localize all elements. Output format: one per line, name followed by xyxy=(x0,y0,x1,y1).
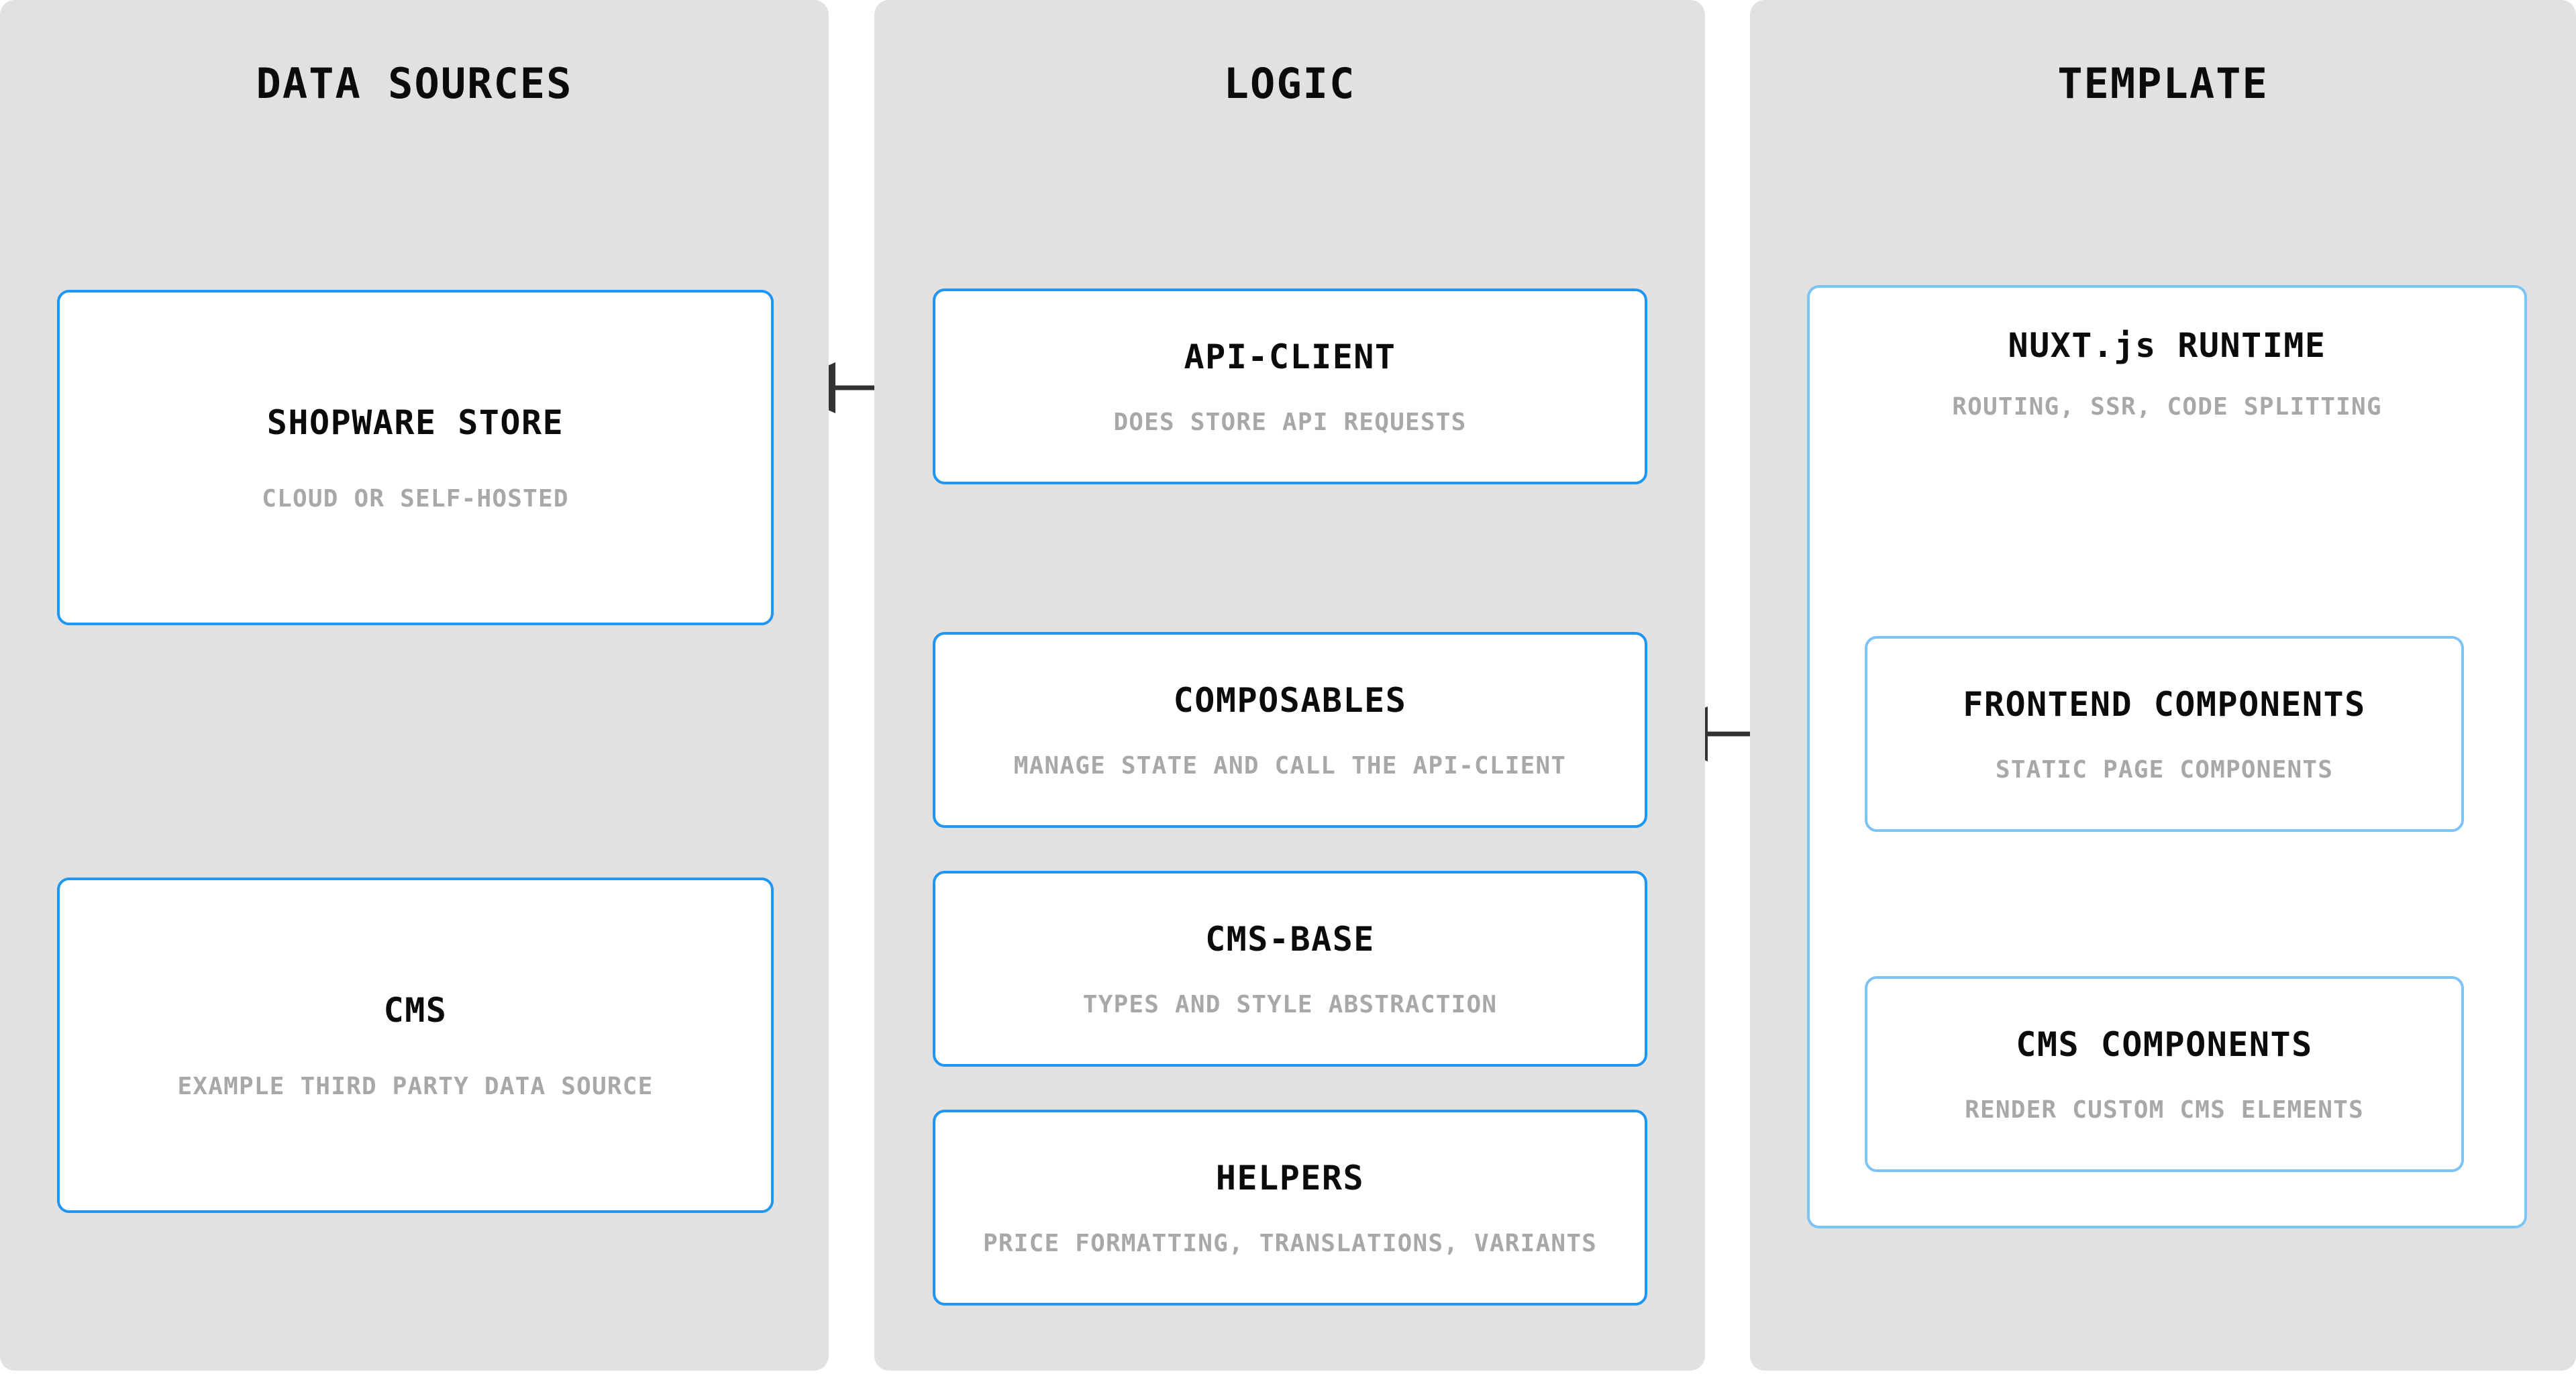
node-subtitle-cms-base: TYPES AND STYLE ABSTRACTION xyxy=(1082,990,1498,1018)
node-subtitle-api-client: DOES STORE API REQUESTS xyxy=(1113,408,1467,436)
node-subtitle-cms-components: RENDER CUSTOM CMS ELEMENTS xyxy=(1965,1096,2364,1124)
node-subtitle-helpers: PRICE FORMATTING, TRANSLATIONS, VARIANTS xyxy=(983,1229,1597,1257)
panel-title-template: TEMPLATE xyxy=(2057,59,2269,108)
node-helpers[interactable]: HELPERS PRICE FORMATTING, TRANSLATIONS, … xyxy=(933,1110,1647,1306)
node-cms-base[interactable]: CMS-BASE TYPES AND STYLE ABSTRACTION xyxy=(933,871,1647,1067)
node-title-composables: COMPOSABLES xyxy=(1173,680,1407,720)
node-api-client[interactable]: API-CLIENT DOES STORE API REQUESTS xyxy=(933,288,1647,484)
node-cms[interactable]: CMS EXAMPLE THIRD PARTY DATA SOURCE xyxy=(57,878,774,1213)
node-frontend-components[interactable]: FRONTEND COMPONENTS STATIC PAGE COMPONEN… xyxy=(1865,636,2464,832)
node-cms-components[interactable]: CMS COMPONENTS RENDER CUSTOM CMS ELEMENT… xyxy=(1865,976,2464,1172)
node-title-cms-components: CMS COMPONENTS xyxy=(2016,1024,2313,1064)
node-subtitle-frontend-components: STATIC PAGE COMPONENTS xyxy=(1995,755,2334,784)
node-title-cms-base: CMS-BASE xyxy=(1205,919,1375,959)
node-title-api-client: API-CLIENT xyxy=(1184,337,1396,376)
node-subtitle-shopware-store: CLOUD OR SELF-HOSTED xyxy=(262,484,569,513)
node-title-helpers: HELPERS xyxy=(1215,1158,1365,1198)
node-subtitle-cms: EXAMPLE THIRD PARTY DATA SOURCE xyxy=(177,1072,654,1100)
node-composables[interactable]: COMPOSABLES MANAGE STATE AND CALL THE AP… xyxy=(933,632,1647,828)
panel-title-data-sources: DATA SOURCES xyxy=(256,59,573,108)
group-subtitle-nuxt-runtime: ROUTING, SSR, CODE SPLITTING xyxy=(1952,393,2382,421)
group-title-nuxt-runtime: NUXT.js RUNTIME xyxy=(2008,326,2326,365)
node-title-cms: CMS xyxy=(383,990,448,1030)
node-shopware-store[interactable]: SHOPWARE STORE CLOUD OR SELF-HOSTED xyxy=(57,290,774,625)
node-title-shopware-store: SHOPWARE STORE xyxy=(266,403,564,442)
node-title-frontend-components: FRONTEND COMPONENTS xyxy=(1963,684,2366,724)
node-subtitle-composables: MANAGE STATE AND CALL THE API-CLIENT xyxy=(1013,751,1567,780)
panel-title-logic: LOGIC xyxy=(1223,59,1356,108)
